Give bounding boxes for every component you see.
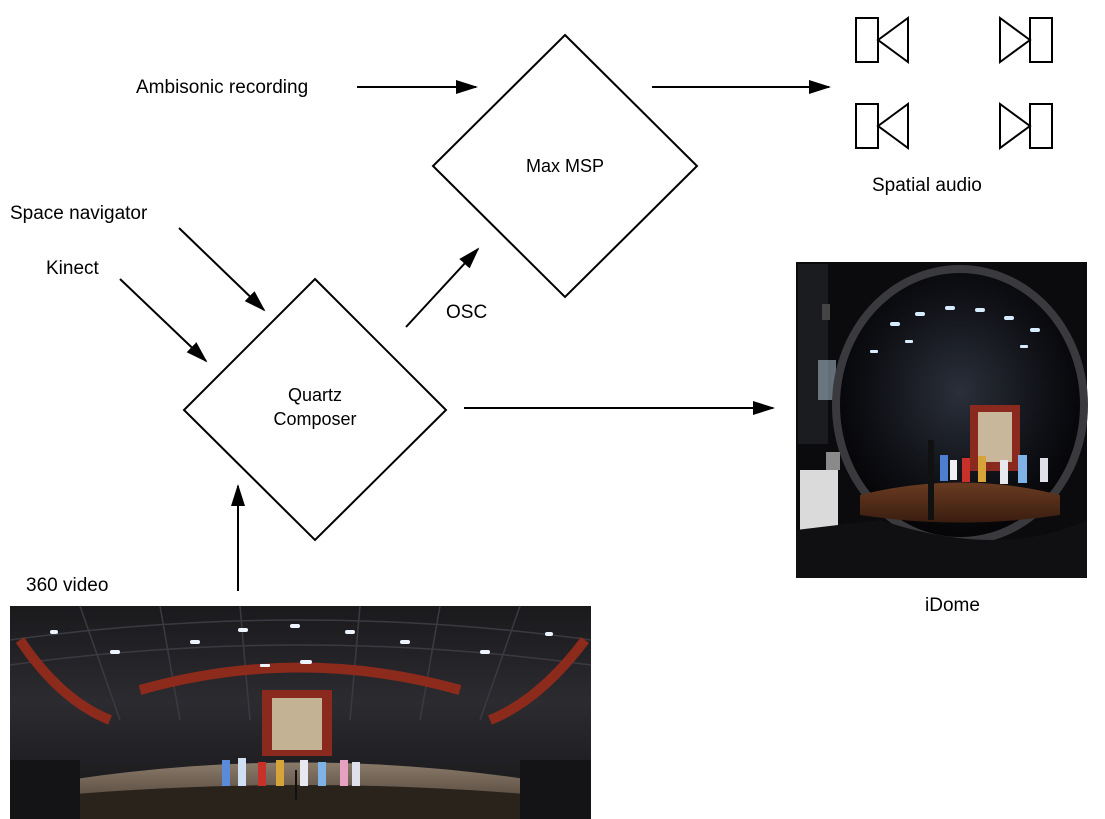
- dome-projection-photo: [796, 262, 1088, 578]
- label-spatial-audio: Spatial audio: [872, 175, 982, 196]
- label-idome: iDome: [925, 595, 980, 616]
- label-osc: OSC: [446, 302, 487, 323]
- label-space-navigator: Space navigator: [10, 203, 148, 224]
- label-ambisonic-recording: Ambisonic recording: [136, 77, 308, 98]
- label-360-video: 360 video: [26, 575, 108, 596]
- speaker-icon: [999, 102, 1053, 150]
- speaker-icon: [855, 16, 909, 64]
- edge-kinect-to-quartz: [119, 278, 208, 363]
- speaker-icon: [855, 102, 909, 150]
- node-max-msp: Max MSP: [431, 33, 699, 299]
- node-quartz-composer: Quartz Composer: [182, 277, 448, 542]
- label-kinect: Kinect: [46, 258, 100, 279]
- speaker-icon: [999, 16, 1053, 64]
- node-quartz-label-line1: Quartz: [288, 385, 342, 405]
- edge-space-navigator-to-quartz: [178, 227, 266, 312]
- edge-quartz-to-maxmsp: [405, 247, 480, 328]
- node-max-msp-label: Max MSP: [526, 156, 604, 176]
- panorama-stage-photo: [9, 605, 592, 819]
- node-quartz-label-line2: Composer: [273, 409, 356, 429]
